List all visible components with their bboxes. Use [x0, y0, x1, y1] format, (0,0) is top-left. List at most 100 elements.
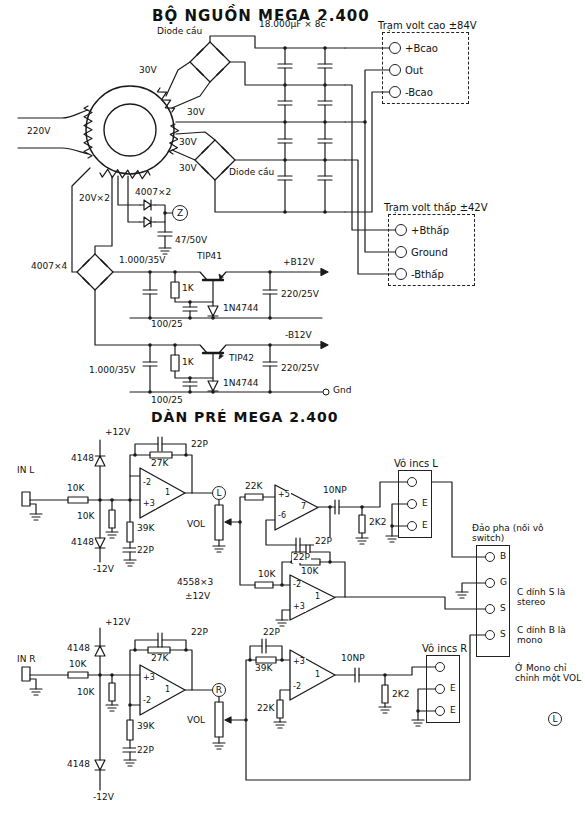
component-label: E: [421, 521, 429, 531]
terminal-symbol: [389, 42, 401, 54]
diode-symbol: [95, 760, 105, 770]
junction-dot: [184, 648, 188, 652]
arrow-head: [321, 342, 328, 349]
wire: [230, 62, 345, 85]
capacitor-symbol: [158, 633, 162, 647]
wire: [149, 272, 150, 290]
resistor-symbol: [382, 685, 388, 703]
capacitor-symbol: [318, 101, 332, 105]
component-label: 4148: [70, 454, 95, 464]
terminal-symbol: [395, 224, 407, 236]
wire: [129, 740, 130, 748]
component-label: 22K: [256, 704, 275, 714]
wire: [335, 674, 355, 675]
junction-dot: [244, 718, 248, 722]
wire: [99, 548, 100, 562]
component-label: 4007×4: [30, 262, 68, 272]
ground-symbol: [274, 722, 286, 728]
wire: [95, 290, 207, 353]
resistor-symbol: [109, 683, 115, 701]
wire: [235, 159, 345, 160]
coil-winding: [100, 169, 150, 178]
resistor-symbol: [256, 657, 276, 663]
pin-symbol: [485, 604, 495, 614]
component-label: 1.000/35V: [88, 366, 136, 376]
circle-marker: L: [548, 712, 562, 726]
circle-marker: Z: [172, 205, 188, 221]
wire: [129, 552, 130, 560]
capacitor-symbol: [278, 101, 292, 105]
capacitor-symbol: [143, 362, 157, 366]
pin-symbol: [485, 552, 495, 562]
ground-symbol: [386, 536, 398, 542]
component-label: E: [421, 499, 429, 509]
component-label: IN L: [16, 466, 35, 476]
wire: [22, 667, 30, 681]
box-heading: Vô incs L: [393, 458, 439, 469]
capacitor-symbol: [262, 639, 266, 653]
component-label: 22P: [136, 746, 155, 756]
opamp-symbol: [275, 485, 318, 530]
circle-marker: R: [212, 683, 226, 697]
component-label: 47/50V: [174, 236, 208, 246]
junction-dot: [323, 120, 327, 124]
wire: [269, 345, 270, 362]
wire: [99, 628, 100, 646]
component-label: 1: [314, 671, 321, 680]
wire: [22, 492, 30, 506]
wire: [130, 317, 322, 318]
opamp-symbol: [140, 665, 185, 715]
opamp-symbol: [140, 468, 185, 518]
wire: [129, 542, 130, 548]
component-label: Diode cầu: [228, 168, 275, 178]
wire: [30, 499, 68, 500]
terminal-symbol: [323, 389, 329, 395]
wire: [18, 148, 88, 154]
component-label: 10K: [68, 660, 87, 670]
wire: [99, 656, 100, 675]
junction-dot: [323, 83, 327, 87]
junction-dot: [173, 270, 177, 274]
junction-dot: [268, 343, 272, 347]
terminal-name: Ground: [411, 247, 448, 258]
wire: [149, 345, 150, 362]
component-label: 22P: [314, 537, 333, 547]
junction-dot: [328, 505, 332, 509]
wire: [129, 752, 130, 760]
component-label: -2: [142, 697, 152, 706]
opamp-symbol: [290, 650, 335, 700]
junction-dot: [383, 673, 387, 677]
component-label: 39K: [136, 722, 155, 732]
wire: [99, 770, 100, 790]
wire: [135, 640, 158, 650]
junction-dot: [283, 120, 287, 124]
wire: [282, 610, 290, 620]
component-label: 1: [314, 593, 321, 602]
wire: [318, 506, 335, 507]
component-label: 4558×3: [176, 578, 214, 588]
wire: [231, 635, 485, 780]
wire: [99, 466, 100, 500]
component-label: 4148: [66, 760, 91, 770]
component-label: 22P: [190, 440, 209, 450]
wiper-arrow: [225, 519, 231, 525]
connector-box: Trạm volt thấp ±42V+BthấpGround-Bthấp: [388, 214, 475, 286]
circle-letter: L: [216, 488, 221, 498]
wire: [324, 48, 325, 64]
component-label: -12V: [92, 793, 115, 803]
component-label: 4148: [66, 644, 91, 654]
junction-dot: [173, 343, 177, 347]
junction-dot: [148, 270, 152, 274]
capacitor-symbol: [143, 290, 157, 294]
wire: [392, 525, 407, 526]
component-label: 1K: [181, 358, 195, 368]
wire: [149, 366, 150, 392]
wire: [95, 176, 112, 254]
pin-symbol: [435, 662, 445, 672]
wire: [99, 675, 100, 760]
component-label: IN R: [16, 655, 37, 665]
component-label: -2: [142, 479, 152, 488]
junction-dot: [268, 316, 272, 320]
component-label: 22P: [292, 553, 311, 563]
wire: [129, 705, 130, 720]
